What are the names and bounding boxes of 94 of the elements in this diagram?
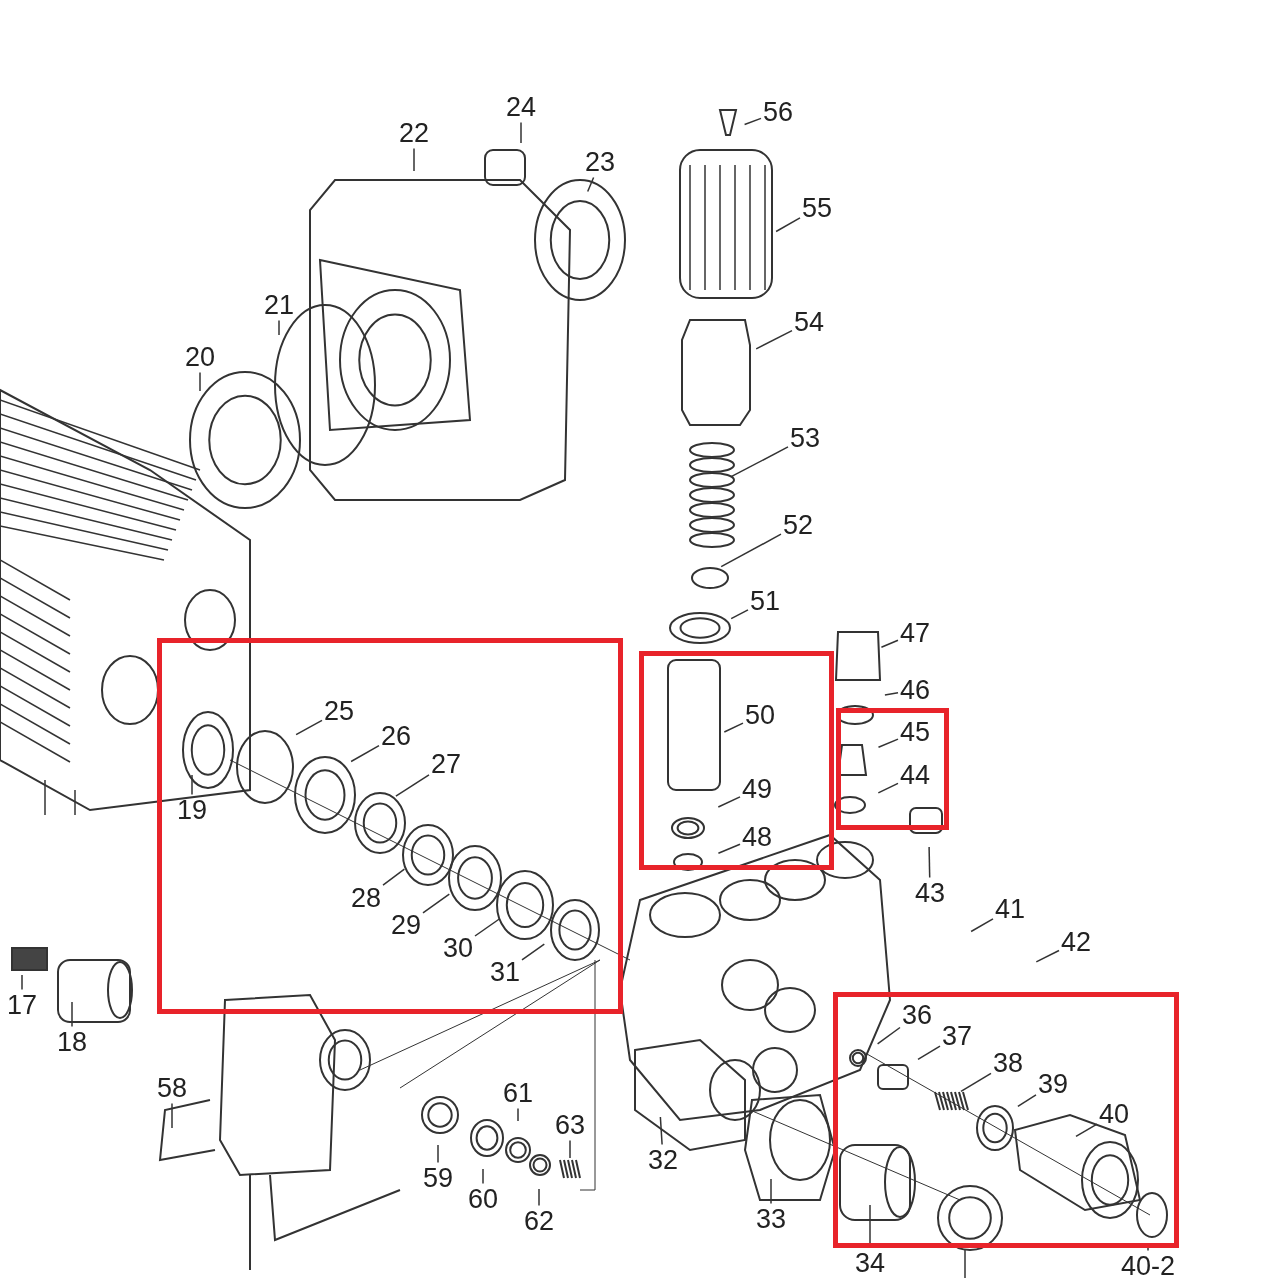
leader-line (960, 1072, 992, 1093)
leader-line (413, 147, 415, 172)
highlight-frame (833, 992, 1179, 1248)
leader-line (395, 774, 430, 797)
leader-line (521, 943, 546, 961)
leader-line (775, 217, 801, 233)
leader-line (730, 446, 789, 478)
callout-number: 53 (790, 424, 821, 452)
leader-line (720, 533, 782, 568)
callout-number: 43 (915, 879, 946, 907)
leader-line (569, 1139, 571, 1159)
highlight-frame (157, 638, 623, 1014)
leader-line (538, 1188, 540, 1207)
callout-number: 21 (264, 291, 295, 319)
leader-line (437, 1144, 439, 1164)
callout-number: 54 (794, 308, 825, 336)
callout-number: 46 (900, 676, 931, 704)
callout-number: 30 (443, 934, 474, 962)
leader-line (884, 692, 899, 696)
leader-line (743, 117, 762, 126)
leader-line (755, 329, 793, 350)
leader-line (350, 744, 380, 763)
callout-number: 19 (177, 796, 208, 824)
callout-number: 28 (351, 884, 382, 912)
callout-number: 55 (802, 194, 833, 222)
callout-number: 23 (585, 148, 616, 176)
leader-line (278, 319, 280, 336)
leader-line (586, 176, 595, 193)
leader-line (877, 738, 899, 749)
callout-number: 48 (742, 823, 773, 851)
callout-number: 34 (855, 1249, 886, 1277)
leader-line (171, 1102, 173, 1129)
leader-line (717, 843, 741, 855)
callout-number: 39 (1038, 1070, 1069, 1098)
leader-line (730, 609, 749, 620)
leader-line (295, 719, 323, 736)
leader-line (21, 974, 23, 991)
leader-line (474, 918, 501, 937)
leader-line (1035, 949, 1060, 963)
callout-number: 37 (942, 1022, 973, 1050)
callout-number: 36 (902, 1001, 933, 1029)
leader-line (199, 371, 201, 392)
callout-number: 20 (185, 343, 216, 371)
leader-line (876, 1026, 901, 1045)
callout-number: 33 (756, 1205, 787, 1233)
leader-line (482, 1168, 484, 1185)
callout-number: 29 (391, 911, 422, 939)
callout-number: 31 (490, 958, 521, 986)
highlight-frame (639, 651, 834, 870)
leader-line (877, 782, 899, 794)
leader-line (71, 1001, 73, 1028)
callout-number: 25 (324, 697, 355, 725)
leader-line (928, 846, 931, 879)
leader-line (970, 918, 994, 933)
callout-number: 38 (993, 1049, 1024, 1077)
callout-number: 18 (57, 1028, 88, 1056)
callout-number: 56 (763, 98, 794, 126)
leader-line (517, 1107, 519, 1122)
callout-number: 42 (1061, 928, 1092, 956)
leader-line (191, 774, 193, 796)
leader-line (422, 893, 451, 914)
callout-number: 59 (423, 1164, 454, 1192)
callout-number: 50 (745, 701, 776, 729)
highlight-frame (836, 708, 949, 830)
callout-number: 61 (503, 1079, 534, 1107)
callout-number: 22 (399, 119, 430, 147)
leader-line (520, 121, 522, 144)
callout-number: 60 (468, 1185, 499, 1213)
callout-number: 32 (648, 1146, 679, 1174)
callout-number: 17 (7, 991, 38, 1019)
leader-line (717, 796, 741, 808)
callout-number: 44 (900, 761, 931, 789)
leader-line (723, 722, 744, 733)
callout-number: 62 (524, 1207, 555, 1235)
callout-number: 40-2 (1121, 1252, 1176, 1278)
leader-line (880, 639, 899, 649)
callout-number: 63 (555, 1111, 586, 1139)
leader-line (659, 1116, 663, 1146)
callout-number: 51 (750, 587, 781, 615)
callout-number: 40 (1099, 1100, 1130, 1128)
callout-number: 27 (431, 750, 462, 778)
callout-number: 26 (381, 722, 412, 750)
callout-number: 45 (900, 718, 931, 746)
callout-number: 41 (995, 895, 1026, 923)
leader-line (917, 1045, 941, 1061)
callout-number: 47 (900, 619, 931, 647)
leader-line (1075, 1123, 1098, 1138)
callout-number: 52 (783, 511, 814, 539)
callout-number: 24 (506, 93, 537, 121)
leader-line (382, 868, 406, 886)
callout-number: 49 (742, 775, 773, 803)
callout-number: 58 (157, 1074, 188, 1102)
leader-line (770, 1178, 772, 1205)
leader-line (1017, 1094, 1037, 1108)
